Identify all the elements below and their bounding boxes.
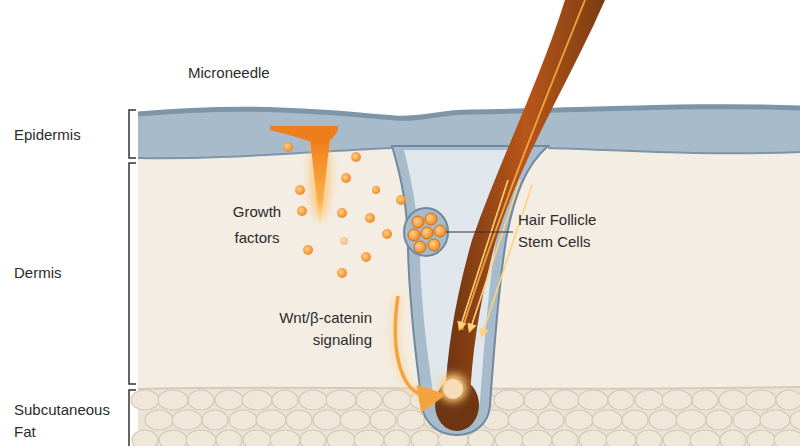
fat-cell: [397, 410, 425, 430]
fat-cell: [370, 410, 396, 430]
fat-cell: [606, 430, 636, 446]
fat-cell: [578, 390, 608, 410]
fat-cell: [354, 430, 384, 446]
signal-arrow: [482, 185, 532, 335]
hair-glow: [462, 0, 585, 330]
wnt-arrow: [395, 296, 436, 396]
fat-cell: [202, 410, 228, 430]
fat-cell: [706, 410, 732, 430]
microneedle-shaft: [310, 138, 330, 228]
fat-cell: [172, 410, 202, 430]
fat-cell: [538, 410, 564, 430]
fat-cell: [327, 430, 355, 446]
fat-cell: [411, 430, 439, 446]
part-label: Microneedle: [188, 62, 288, 84]
fat-cell: [340, 410, 370, 430]
stem-cell-niche: [404, 208, 448, 256]
fat-cell: [690, 430, 720, 446]
fat-cell: [326, 390, 356, 410]
fat-cell: [215, 390, 243, 410]
fat-cell: [494, 390, 524, 410]
fat-cell: [256, 410, 286, 430]
process-label: Wnt/β-catenin signaling: [258, 307, 372, 351]
epidermis-surface: [138, 107, 800, 119]
fat-cell: [636, 430, 662, 446]
fat-cell: [663, 430, 691, 446]
layer-label: Dermis: [14, 262, 124, 284]
arrow-glow: [395, 296, 436, 396]
layer-label: Epidermis: [14, 124, 124, 146]
fat-cell: [145, 410, 173, 430]
fat-cell: [608, 390, 634, 410]
fat-cell: [649, 410, 677, 430]
fat-cell: [158, 390, 188, 410]
fat-cell: [551, 390, 579, 410]
fat-cell: [774, 430, 800, 446]
fat-cell: [622, 410, 648, 430]
fat-cell: [676, 410, 706, 430]
fat-cell: [188, 390, 214, 410]
fat-cell: [159, 430, 187, 446]
signal-arrow: [470, 180, 520, 330]
dermal-papilla: [443, 379, 463, 399]
fat-cell: [692, 390, 718, 410]
fat-cell: [243, 430, 271, 446]
growth-factor-dots: [283, 142, 406, 278]
fat-cell: [508, 410, 538, 430]
fat-cell: [746, 390, 776, 410]
fat-cell: [662, 390, 692, 410]
fat-cell: [524, 390, 550, 410]
fat-cell: [286, 410, 312, 430]
fat-cell: [719, 390, 747, 410]
fat-cell: [790, 410, 800, 430]
fat-cell: [356, 390, 382, 410]
fat-cell: [565, 410, 593, 430]
fat-cell: [760, 410, 790, 430]
fat-cell: [747, 430, 775, 446]
fat-cell: [216, 430, 242, 446]
fat-cell: [229, 410, 257, 430]
fat-cell: [313, 410, 341, 430]
fat-cell: [270, 430, 300, 446]
fat-cell: [132, 430, 158, 446]
fat-cell: [522, 430, 552, 446]
fat-cell: [300, 430, 326, 446]
part-label: Hair Follicle Stem Cells: [518, 209, 633, 253]
fat-cell: [272, 390, 298, 410]
fat-cell: [495, 430, 523, 446]
fat-cell: [592, 410, 622, 430]
fat-cell: [733, 410, 761, 430]
leader-line: [446, 231, 513, 232]
hair-shaft: [445, 0, 605, 400]
signal-arrow: [460, 180, 508, 328]
fat-cell: [635, 390, 663, 410]
fat-cell: [299, 390, 327, 410]
fat-cell: [552, 430, 578, 446]
fat-cell: [720, 430, 746, 446]
layer-label: Subcutaneous Fat: [14, 399, 124, 443]
stem-cells: [408, 213, 446, 253]
layer-bracket: [129, 163, 136, 384]
fat-cell: [242, 390, 272, 410]
part-label: Growth factors: [220, 199, 294, 251]
fat-cell: [383, 390, 411, 410]
microneedle-cap: [270, 126, 338, 144]
papilla-glow: [439, 374, 467, 402]
fat-cell: [384, 430, 410, 446]
fat-cell: [186, 430, 216, 446]
layer-bracket: [129, 110, 136, 158]
fat-cell: [131, 390, 159, 410]
fat-cell: [776, 390, 800, 410]
layer-bracket: [129, 390, 136, 446]
fat-cell: [579, 430, 607, 446]
